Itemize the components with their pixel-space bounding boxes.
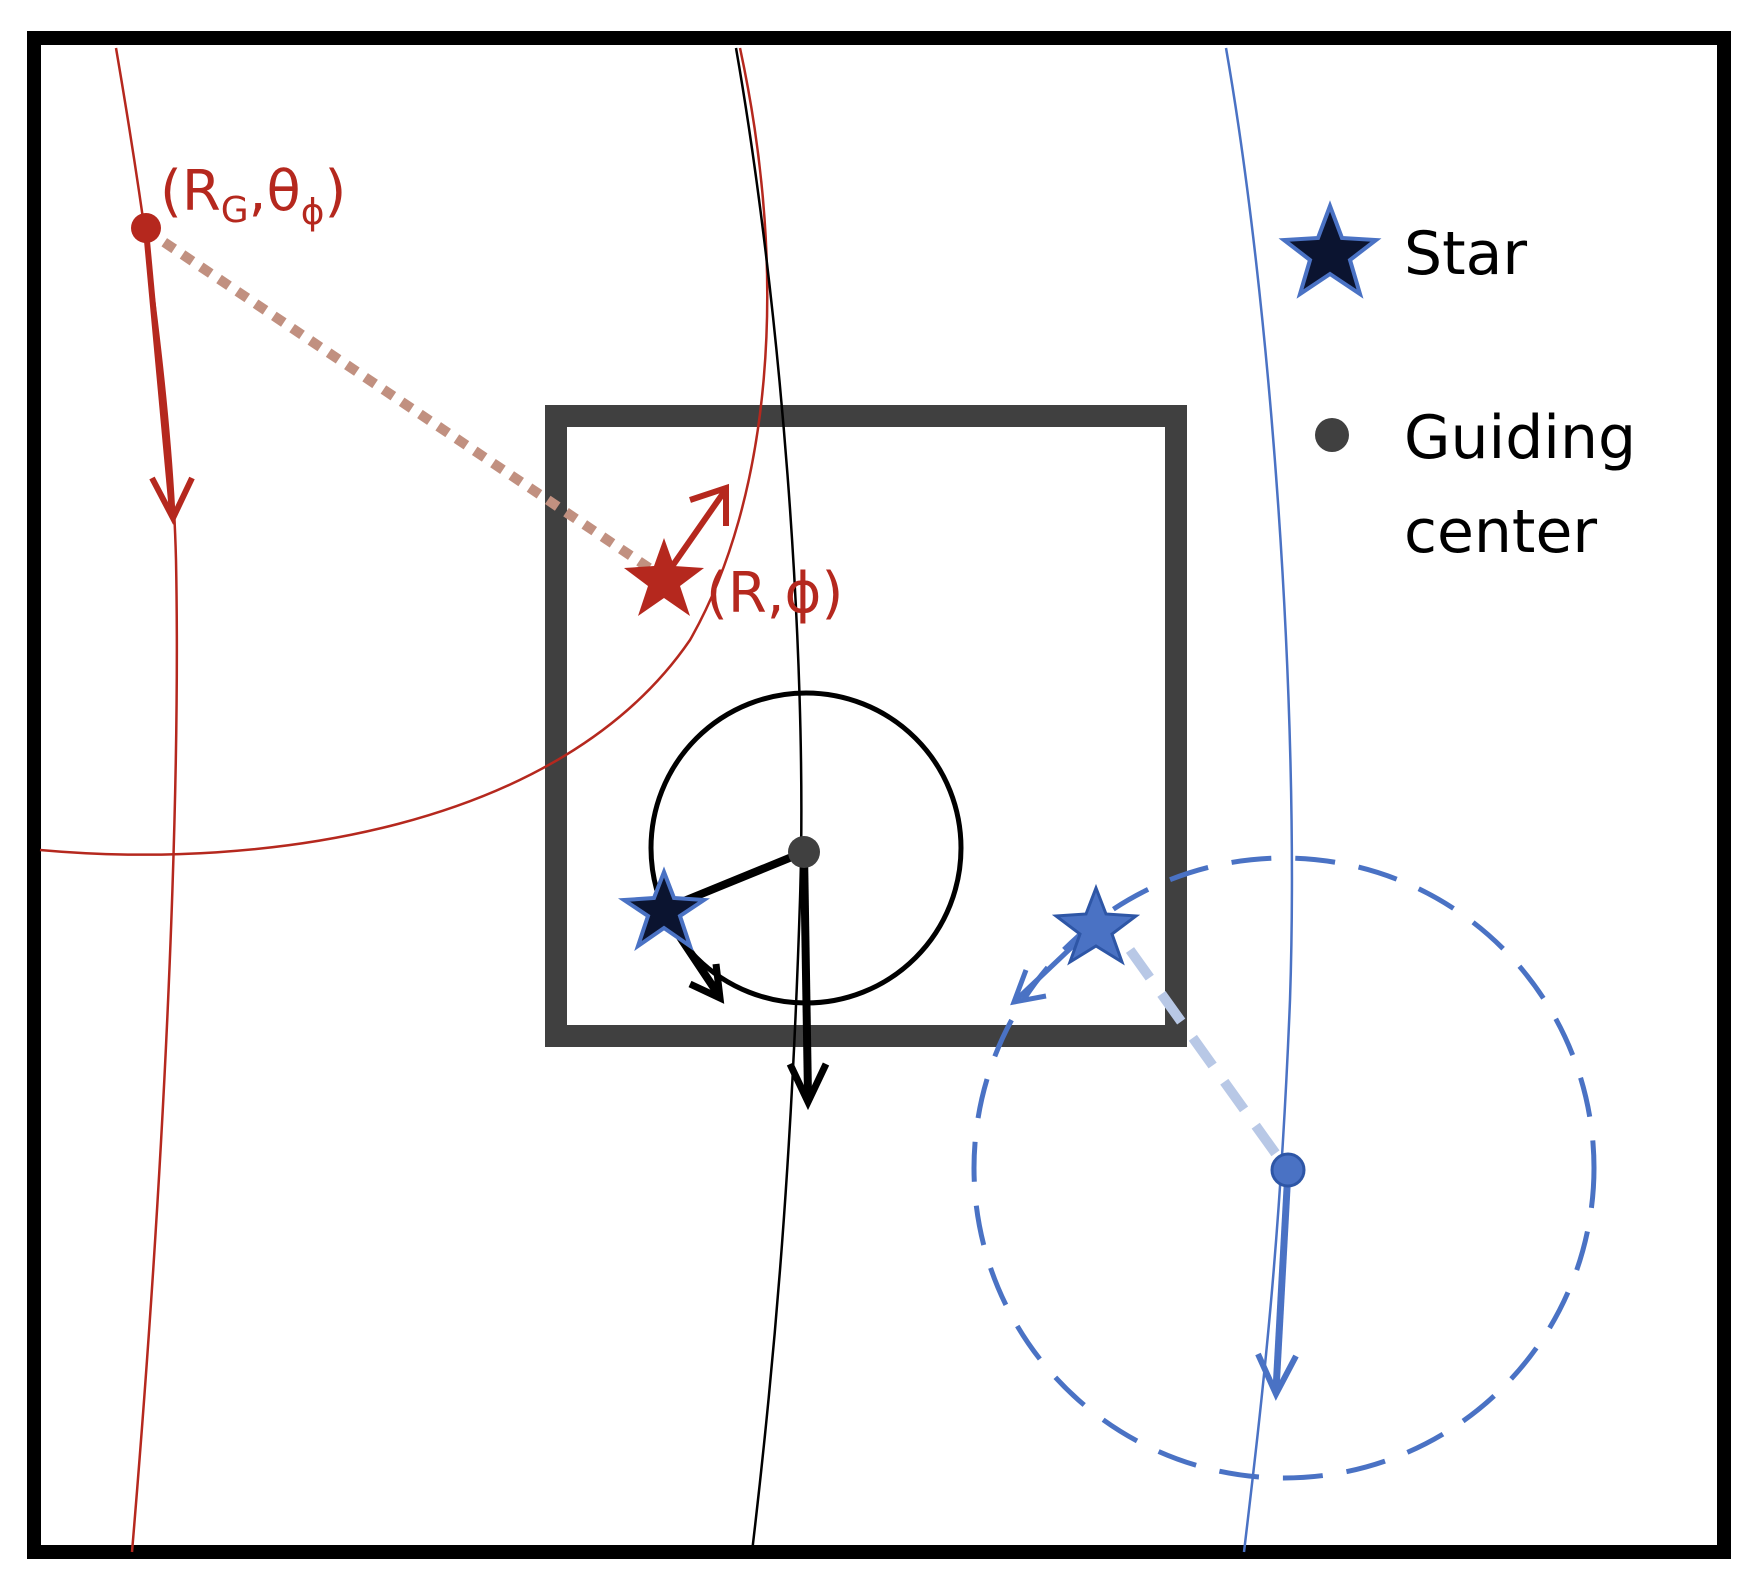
legend-guiding-label-line2: center xyxy=(1404,497,1597,567)
inner-box xyxy=(545,405,1187,1047)
black-guide-orbit xyxy=(734,47,803,1553)
black-guide-velocity xyxy=(800,851,812,1097)
black-star-arrowhead xyxy=(688,963,725,1004)
legend: Star Guiding center xyxy=(1278,200,1636,567)
outer-frame xyxy=(27,31,1731,1559)
legend-star-icon xyxy=(1278,200,1382,299)
star-position-label: (R,ϕ) xyxy=(706,561,843,626)
blue-epicycle-circle xyxy=(971,855,1597,1481)
legend-guiding-label-line1: Guiding xyxy=(1404,403,1636,473)
blue-guide-velocity xyxy=(1272,1169,1292,1391)
blue-star-arrowhead xyxy=(1010,969,1047,1006)
red-star-velocity xyxy=(661,490,727,580)
red-guiding-center-dot xyxy=(131,213,161,243)
red-star-icon xyxy=(624,538,704,616)
legend-dot-icon xyxy=(1315,418,1349,452)
red-guide-velocity xyxy=(143,229,175,513)
blue-guide-arrowhead xyxy=(1255,1352,1299,1401)
black-star-icon xyxy=(617,866,711,952)
red-radius-line xyxy=(143,225,667,583)
blue-radius-line xyxy=(1125,947,1291,1171)
legend-star-label: Star xyxy=(1404,219,1527,289)
red-guide-arrowhead xyxy=(149,476,195,525)
blue-star-icon xyxy=(1051,883,1141,966)
red-epicycle-arc xyxy=(39,47,769,856)
blue-guiding-center-dot xyxy=(1270,1152,1306,1188)
black-guiding-center-dot xyxy=(788,836,820,868)
red-guide-orbit xyxy=(114,47,179,1553)
guiding-center-position-label: (RG,θϕ) xyxy=(160,159,346,233)
blue-guide-orbit xyxy=(1224,47,1294,1553)
black-guide-arrowhead xyxy=(786,1062,830,1111)
red-star-arrowhead xyxy=(689,483,729,526)
